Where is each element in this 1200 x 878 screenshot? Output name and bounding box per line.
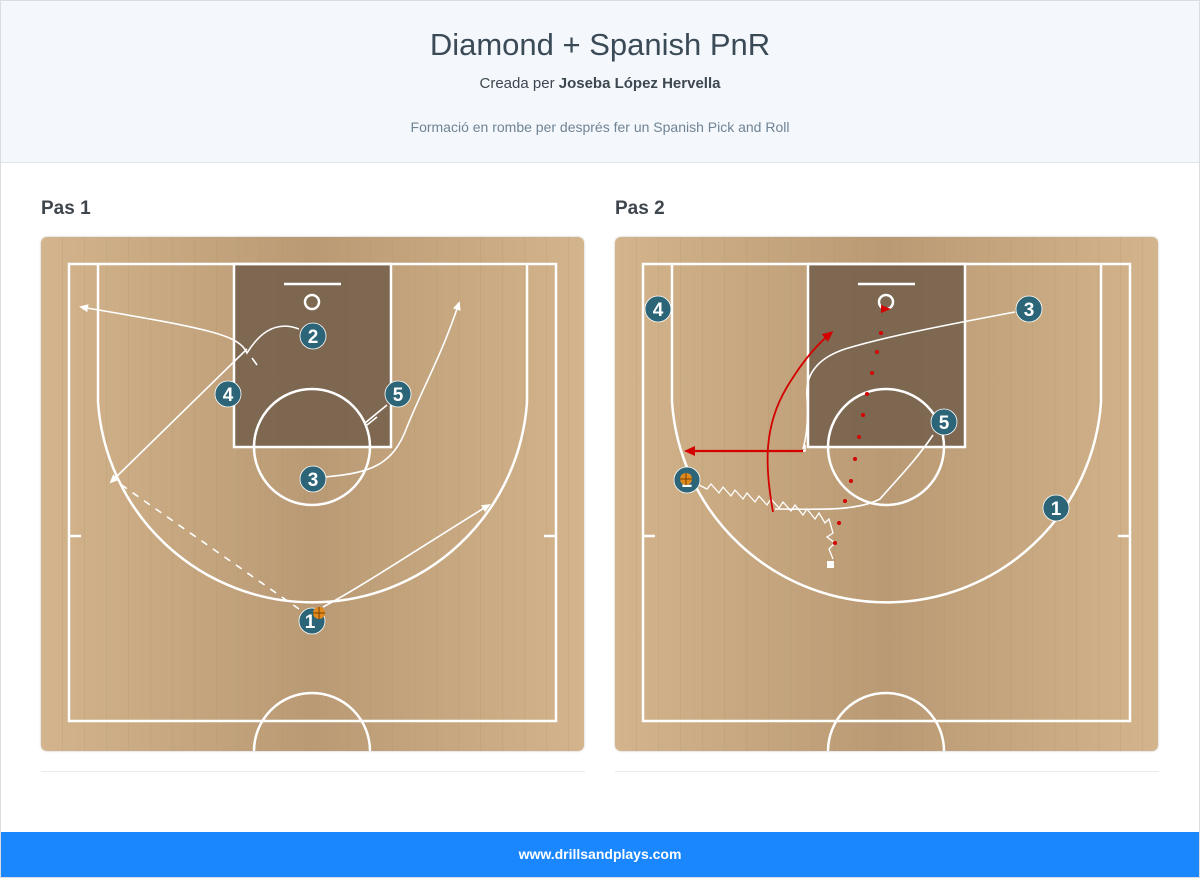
author-prefix: Creada per (479, 75, 555, 92)
svg-text:1: 1 (1051, 499, 1062, 520)
roll-5 (774, 434, 934, 511)
player-1[interactable]: 1 (1042, 494, 1070, 522)
step-2-court: 4 3 5 1 2 (615, 237, 1158, 751)
court-lines (67, 262, 558, 751)
player-3[interactable]: 3 (299, 465, 327, 493)
step-1-title: Pas 1 (41, 198, 91, 219)
dribble-2 (698, 482, 836, 560)
play-description: Formació en rombe per després fer un Spa… (410, 119, 790, 135)
player-2[interactable]: 2 (673, 466, 701, 494)
step-1-court: 2 4 5 3 1 (41, 237, 584, 751)
svg-text:2: 2 (308, 327, 319, 348)
player-4[interactable]: 4 (644, 295, 672, 323)
step-2-title: Pas 2 (615, 198, 665, 219)
cut-2 (79, 304, 300, 355)
svg-text:3: 3 (1024, 300, 1035, 321)
step-2-divider (615, 771, 1159, 772)
pass-line (112, 478, 300, 610)
screen-mark (251, 357, 258, 366)
cut-3 (802, 311, 1016, 450)
step-1-divider (41, 771, 585, 772)
play-author: Creada per Joseba López Hervella (1, 75, 1199, 92)
author-name[interactable]: Joseba López Hervella (558, 75, 721, 92)
svg-text:5: 5 (939, 413, 950, 434)
player-2[interactable]: 2 (299, 322, 327, 350)
screen-5 (364, 404, 388, 424)
svg-text:3: 3 (308, 470, 319, 491)
red-pass-path (833, 305, 891, 545)
cut-4 (109, 348, 248, 484)
footer-url-link[interactable]: www.drillsandplays.com (518, 846, 682, 862)
player-4[interactable]: 4 (214, 380, 242, 408)
svg-text:4: 4 (223, 385, 234, 406)
svg-text:5: 5 (393, 385, 404, 406)
play-header: Diamond + Spanish PnR Creada per Joseba … (1, 1, 1199, 163)
step-1-actions (79, 301, 491, 610)
player-3[interactable]: 3 (1015, 295, 1043, 323)
svg-text:4: 4 (653, 300, 664, 321)
paint-area (234, 264, 391, 447)
player-5[interactable]: 5 (930, 408, 958, 436)
player-1[interactable]: 1 (298, 607, 326, 635)
svg-text:1: 1 (305, 612, 316, 633)
player-5[interactable]: 5 (384, 380, 412, 408)
play-title: Diamond + Spanish PnR (429, 27, 771, 62)
site-footer: www.drillsandplays.com (1, 832, 1199, 877)
step-2-actions (684, 305, 1016, 568)
red-cut-up (766, 331, 834, 513)
dribble-1 (322, 503, 491, 608)
cut-3 (324, 301, 461, 478)
